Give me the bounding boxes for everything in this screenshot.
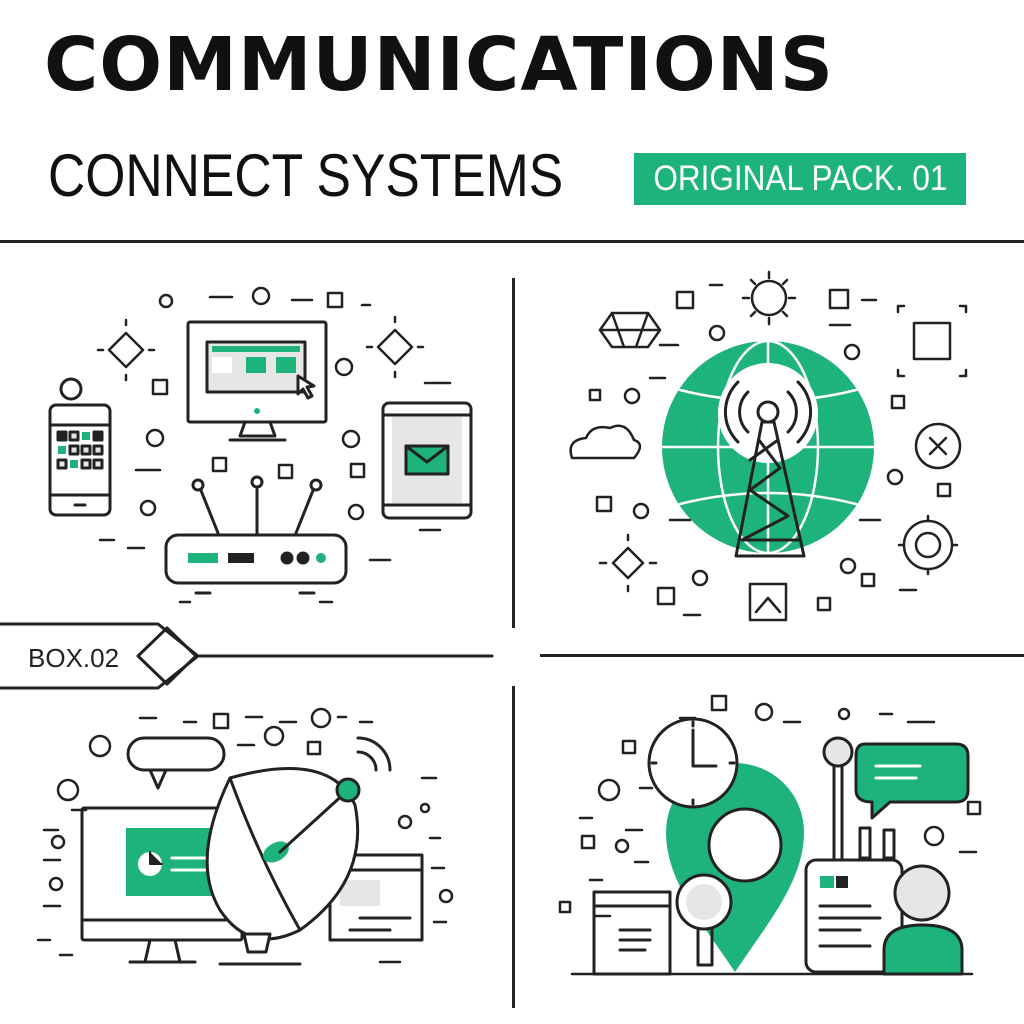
user-icon <box>882 864 964 976</box>
router-icon <box>164 475 348 595</box>
panel4-decor <box>558 694 982 976</box>
box-label-frame <box>0 622 494 690</box>
page-subtitle: CONNECT SYSTEMS <box>48 142 564 209</box>
vertical-divider-top <box>512 278 515 628</box>
pack-badge: ORIGINAL PACK. 01 <box>634 153 966 205</box>
pack-badge-label: ORIGINAL PACK. 01 <box>652 159 948 198</box>
radio-tower-icon <box>723 380 813 558</box>
magnifier-icon <box>675 873 733 967</box>
speech-bubble-icon <box>126 736 226 790</box>
walkie-talkie-icon <box>804 736 904 974</box>
chat-bubble-icon <box>854 742 970 820</box>
horizontal-divider-right <box>540 654 1024 657</box>
book-icon <box>592 890 672 976</box>
panel1-decor <box>96 286 452 604</box>
clock-icon <box>647 717 739 809</box>
box-label: BOX.02 <box>28 643 120 673</box>
page-title: COMMUNICATIONS <box>44 22 835 108</box>
panel2-decor <box>569 270 968 622</box>
vertical-divider-bottom <box>512 686 515 1008</box>
tablet-mail-icon <box>381 401 473 520</box>
header-divider <box>0 240 1024 243</box>
smartphone-icon <box>48 377 112 517</box>
monitor-icon <box>186 320 328 442</box>
satellite-dish-icon <box>205 736 392 966</box>
panel3-decor <box>36 707 454 964</box>
